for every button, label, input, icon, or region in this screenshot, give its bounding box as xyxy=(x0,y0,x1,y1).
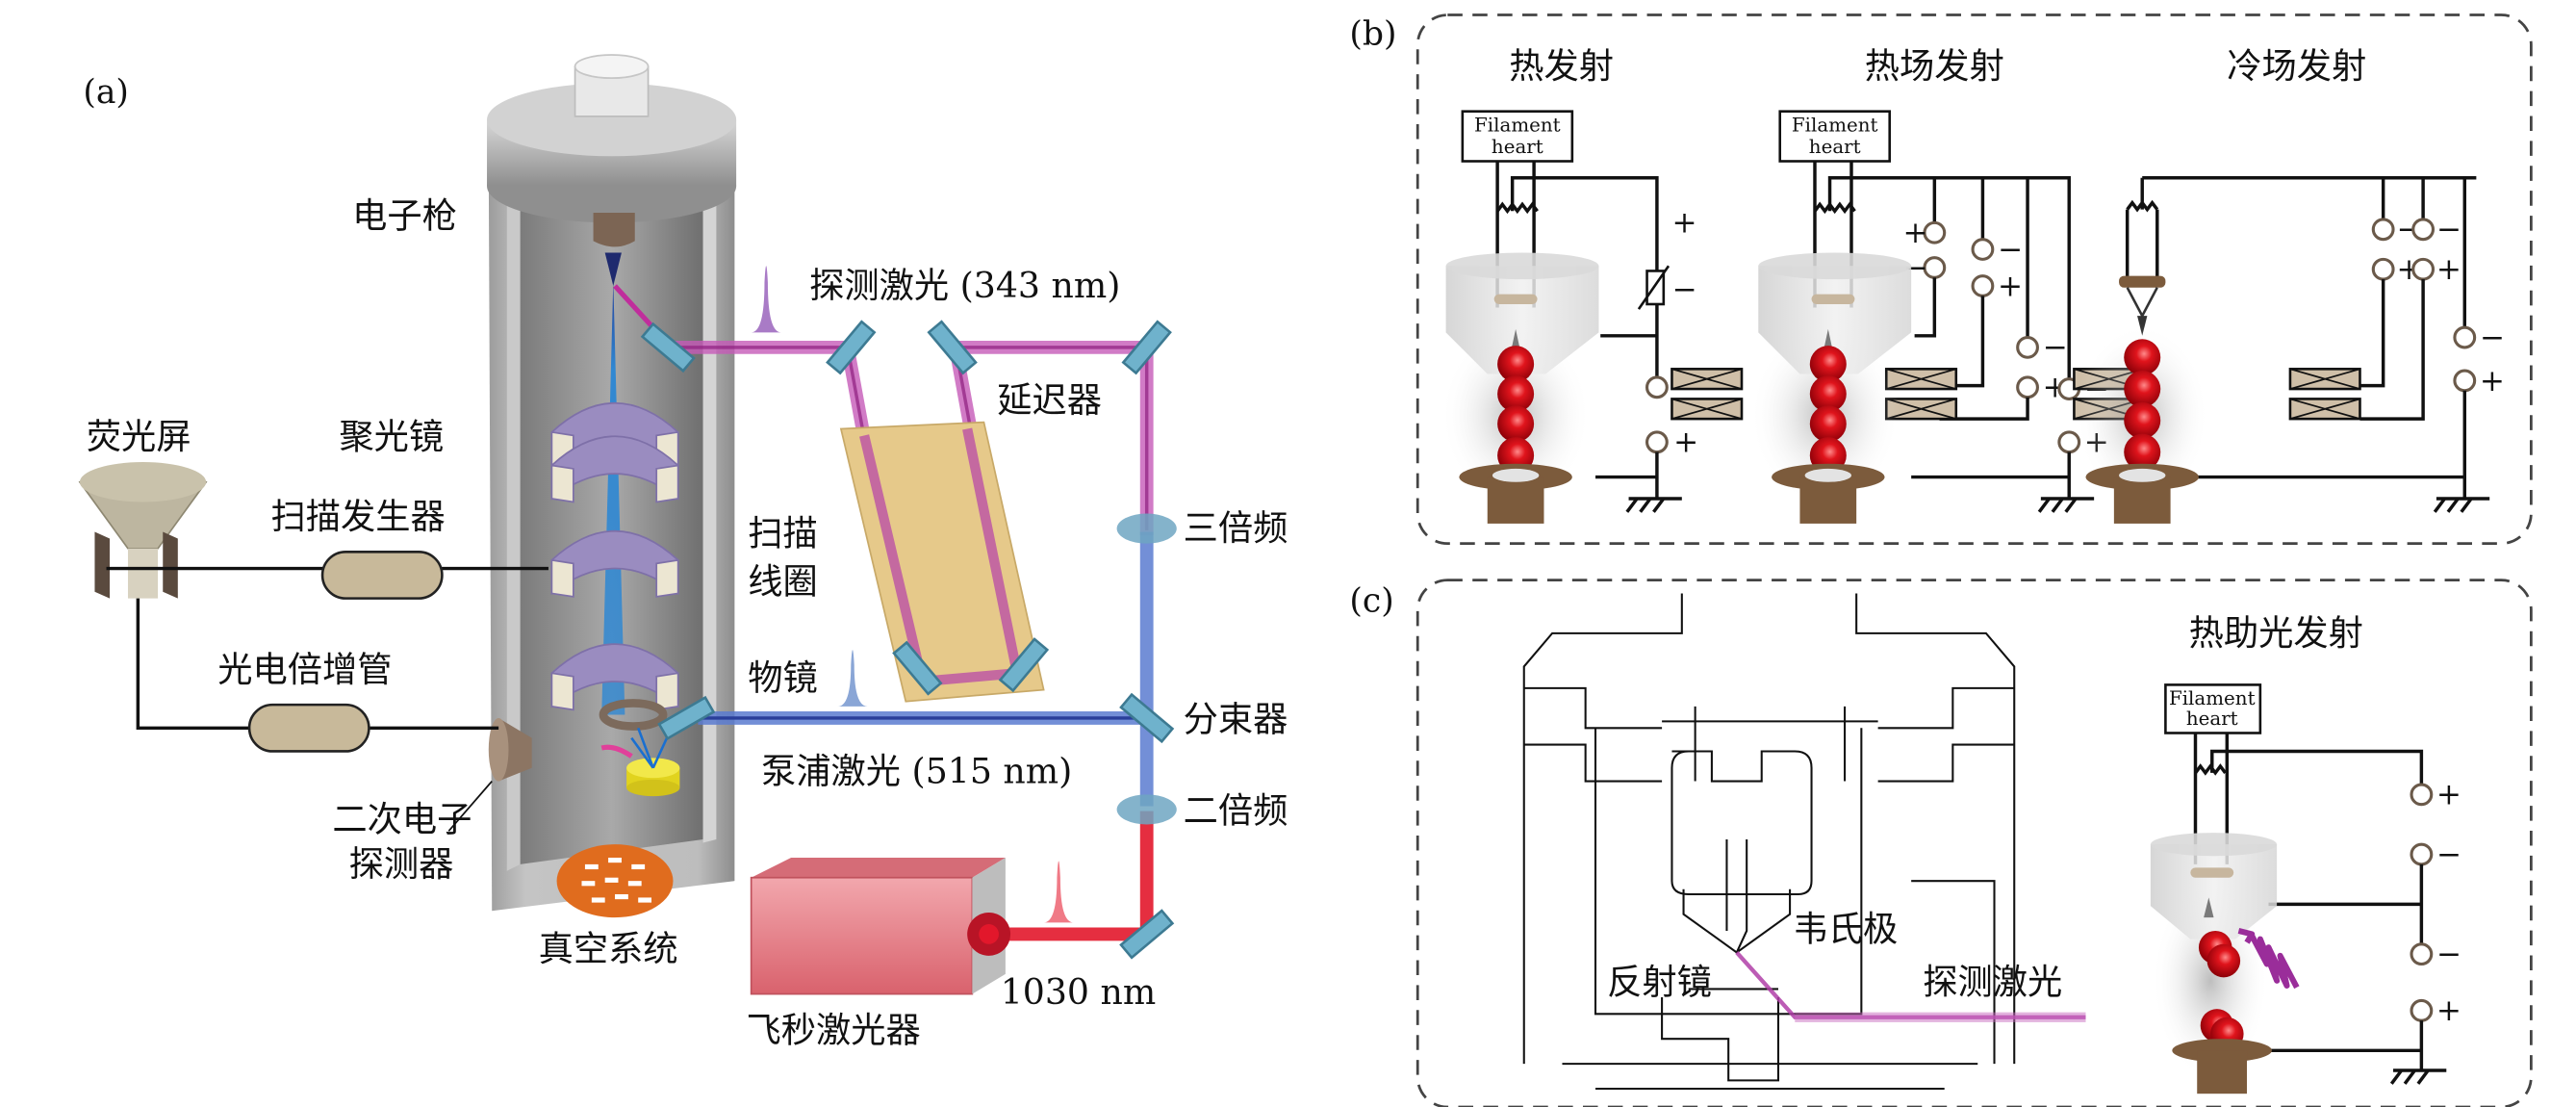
title-thermal-field: 热场发射 xyxy=(1865,45,2004,87)
label-vacuum-system: 真空系统 xyxy=(539,928,678,969)
panel-c-label: (c) xyxy=(1349,581,1393,620)
scan-generator-box xyxy=(320,550,444,600)
probe-pulse-icon xyxy=(751,266,781,333)
fluorescent-screen xyxy=(78,462,208,599)
label-wehnelt: 韦氏极 xyxy=(1794,908,1899,949)
mirrors xyxy=(640,320,1175,960)
label-probe-laser-c: 探测激光 xyxy=(1923,962,2062,1003)
second-harmonic-crystal xyxy=(1116,794,1177,825)
panel-a: (a) xyxy=(78,54,1288,1051)
filament-text: heart xyxy=(2186,708,2238,730)
label-photomultiplier: 光电倍增管 xyxy=(217,649,392,690)
thermionic-gun: Filament heart + − − + xyxy=(1441,110,1698,524)
filament-box xyxy=(1778,110,1892,163)
label-electron-gun: 电子枪 xyxy=(352,195,457,237)
gun-cap xyxy=(487,54,737,286)
label-fs-laser: 飞秒激光器 xyxy=(746,1010,920,1051)
filament-box xyxy=(2164,683,2262,734)
label-condenser-lens: 聚光镜 xyxy=(339,416,444,457)
filament-text: Filament xyxy=(2169,687,2256,709)
third-harmonic-crystal xyxy=(1116,513,1177,544)
pump-pulse-icon xyxy=(837,650,868,707)
objective-lens xyxy=(550,643,679,711)
sign: − xyxy=(2480,321,2505,355)
sign: + xyxy=(2436,993,2461,1028)
sign: + xyxy=(2480,364,2505,399)
sign: − xyxy=(2436,938,2461,972)
delay-stage xyxy=(839,421,1045,703)
fundamental-pulse-icon xyxy=(1043,861,1074,923)
sign: − xyxy=(1671,272,1696,307)
harmonic-crystals xyxy=(1116,513,1177,825)
sign: − xyxy=(2436,213,2461,247)
label-fluorescent-screen: 荧光屏 xyxy=(87,416,191,457)
label-second-harmonic: 二倍频 xyxy=(1184,790,1288,832)
label-objective-lens: 物镜 xyxy=(748,657,818,699)
scan-coil xyxy=(550,530,679,598)
filament-box xyxy=(1461,110,1574,163)
label-1030nm: 1030 nm xyxy=(1001,971,1157,1013)
filament-text: heart xyxy=(1809,136,1861,158)
panel-c: (c) 韦氏极 反射镜 探测激光 热助光发射 Filament heart xyxy=(1349,579,2533,1107)
electron-beam xyxy=(601,282,625,715)
sign: − xyxy=(2043,330,2068,365)
panel-b: (b) 热发射 热场发射 冷场发射 Filament heart + − − + xyxy=(1349,13,2533,546)
femtosecond-laser xyxy=(750,857,1011,995)
sample xyxy=(600,727,680,797)
label-delay-line: 延迟器 xyxy=(997,379,1102,421)
label-se-detector-1: 二次电子 xyxy=(332,798,472,839)
sign: + xyxy=(1671,206,1696,241)
label-pump-laser: 泵浦激光 (515 nm) xyxy=(761,750,1072,791)
photo-assisted-gun: Filament heart + − − + xyxy=(2150,683,2461,1094)
panel-b-frame xyxy=(1416,13,2533,546)
sign: + xyxy=(1998,269,2023,303)
sign: + xyxy=(1673,425,1698,460)
sign: + xyxy=(2436,252,2461,287)
filament-text: Filament xyxy=(1474,114,1561,136)
title-thermionic: 热发射 xyxy=(1509,45,1614,87)
label-beam-splitter: 分束器 xyxy=(1184,699,1288,740)
sign: + xyxy=(2436,778,2461,812)
thermal-field-gun: Filament heart + − − + − + − + xyxy=(1671,110,2109,524)
label-third-harmonic: 三倍频 xyxy=(1184,507,1288,549)
photon-wave-icon xyxy=(2237,928,2300,990)
gun-cross-section xyxy=(1522,593,2086,1091)
panel-c-frame xyxy=(1416,579,2533,1107)
sign: − xyxy=(2436,837,2461,872)
title-photo-assisted: 热助光发射 xyxy=(2189,612,2363,654)
label-probe-laser: 探测激光 (343 nm) xyxy=(809,265,1120,306)
label-scan-generator: 扫描发生器 xyxy=(271,496,446,537)
filament-text: Filament xyxy=(1792,114,1878,136)
panel-a-label: (a) xyxy=(83,73,129,112)
cold-field-gun: − − + + − + xyxy=(2073,176,2505,524)
sign: + xyxy=(1903,216,1928,250)
label-scan-coil-1: 扫描 xyxy=(748,512,818,554)
filament-text: heart xyxy=(1492,136,1543,158)
label-mirror: 反射镜 xyxy=(1607,962,1712,1003)
vacuum-grid xyxy=(556,844,674,918)
title-cold-field: 冷场发射 xyxy=(2227,45,2366,87)
condenser-lenses xyxy=(550,402,679,503)
photomultiplier-box xyxy=(247,703,370,753)
sign: − xyxy=(1998,232,2023,267)
secondary-electron-detector xyxy=(488,717,532,782)
panel-b-label: (b) xyxy=(1349,15,1396,54)
label-se-detector-2: 探测器 xyxy=(349,843,454,885)
label-scan-coil-2: 线圈 xyxy=(748,560,818,602)
